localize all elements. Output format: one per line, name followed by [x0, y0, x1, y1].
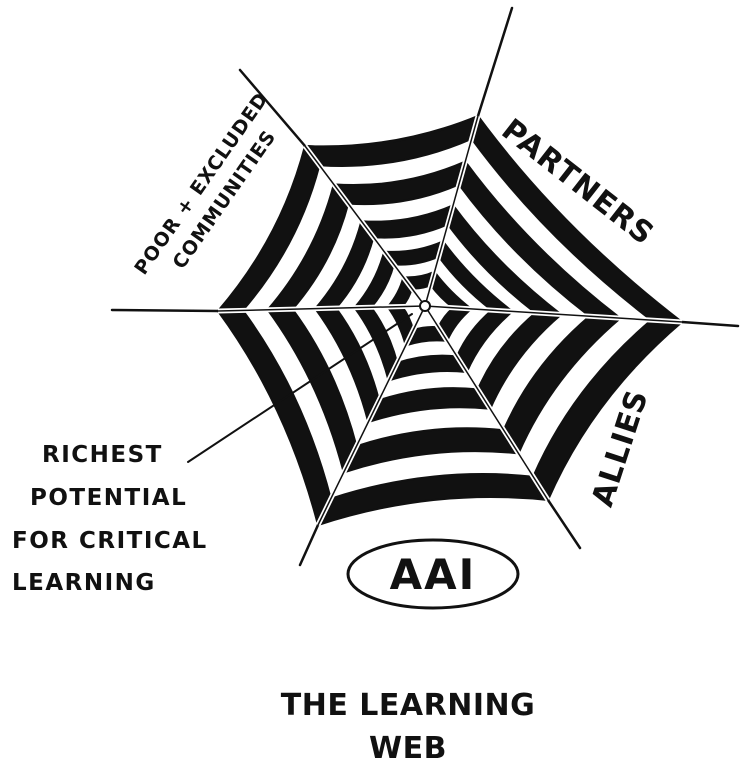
web-center-dot	[419, 300, 431, 312]
web-radial-line	[317, 305, 426, 526]
web-radial-line	[304, 145, 426, 307]
sector-divider-line	[546, 498, 582, 550]
sector-aai: AAI	[346, 538, 520, 610]
title-line-2: WEB	[369, 731, 447, 766]
diagram-title: THE LEARNING WEB	[281, 688, 535, 766]
aai-label: AAI	[390, 550, 477, 599]
title-line-1: THE LEARNING	[281, 688, 535, 723]
web-radial-line	[424, 115, 479, 307]
spider-web	[216, 114, 684, 527]
center-callout: RICHEST POTENTIAL FOR CRITICAL LEARNING	[12, 442, 208, 596]
callout-line-1: RICHEST	[42, 442, 163, 468]
web-radial-line	[217, 305, 426, 312]
sector-divider-line	[238, 68, 307, 148]
aai-oval	[346, 538, 520, 610]
callout-leader-line	[187, 313, 413, 463]
sector-divider-line	[476, 6, 514, 118]
callout-line-3: FOR CRITICAL	[12, 528, 208, 554]
sector-divider-line	[110, 308, 220, 313]
callout-line-2: POTENTIAL	[30, 485, 187, 511]
sector-divider-line	[298, 523, 320, 567]
sector-divider-line	[680, 320, 740, 328]
web-radial-line	[424, 305, 683, 323]
callout-line-4: LEARNING	[12, 570, 156, 596]
web-radial-line	[424, 305, 549, 501]
